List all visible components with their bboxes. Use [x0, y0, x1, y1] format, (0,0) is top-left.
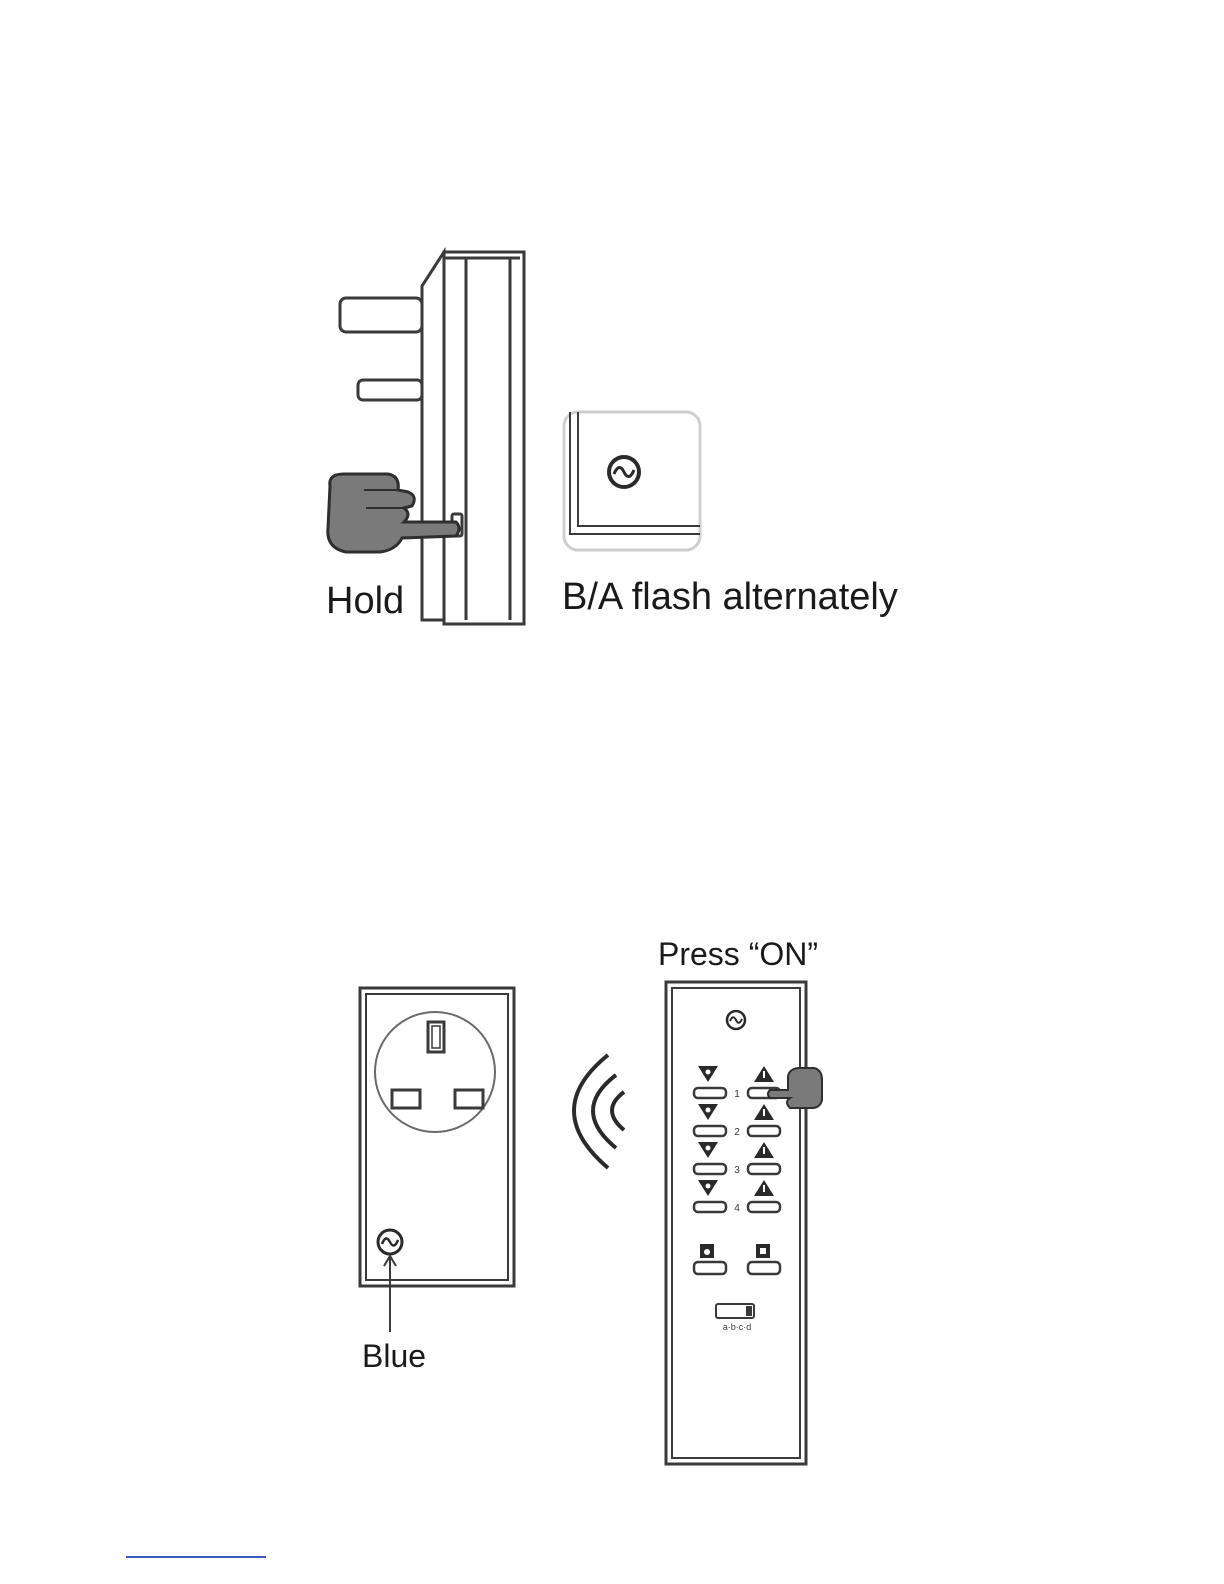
- on-button-4[interactable]: [748, 1202, 780, 1212]
- arrow-up-icon: [384, 1256, 396, 1332]
- remote-control: [666, 982, 806, 1464]
- footer-link-underline: [126, 1556, 266, 1558]
- master-buttons: [694, 1244, 780, 1274]
- group-switch-label: a·b·c·d: [723, 1322, 752, 1332]
- off-icon: [698, 1180, 718, 1196]
- on-icon: [754, 1142, 774, 1158]
- channel-number: 1: [734, 1089, 740, 1100]
- channel-number: 3: [734, 1165, 740, 1176]
- wireless-signal-icon: [574, 1055, 624, 1168]
- on-button-3[interactable]: [748, 1164, 780, 1174]
- channel-row-1: 1: [694, 1066, 780, 1100]
- off-icon: [698, 1104, 718, 1120]
- socket-unit: [360, 988, 514, 1332]
- remote-sine-wave-icon: [727, 1011, 745, 1029]
- group-selector-switch[interactable]: [716, 1304, 754, 1318]
- channel-number: 2: [734, 1127, 740, 1138]
- hold-label: Hold: [326, 582, 404, 620]
- channel-row-2: 2: [694, 1104, 780, 1138]
- all-on-button[interactable]: [748, 1262, 780, 1274]
- off-button-2[interactable]: [694, 1126, 726, 1136]
- off-icon: [698, 1142, 718, 1158]
- on-button-2[interactable]: [748, 1126, 780, 1136]
- plug-back-plate: [422, 252, 444, 620]
- channel-row-3: 3: [694, 1142, 780, 1176]
- hand-pointing-icon: [328, 474, 459, 552]
- off-button-1[interactable]: [694, 1088, 726, 1098]
- plug-pins: [340, 298, 422, 400]
- all-on-icon: [756, 1244, 770, 1258]
- off-icon: [698, 1066, 718, 1082]
- off-button-3[interactable]: [694, 1164, 726, 1174]
- blue-indicator-label: Blue: [362, 1340, 426, 1372]
- on-button-1[interactable]: [748, 1088, 780, 1098]
- indicator-panel: [564, 412, 700, 550]
- off-button-4[interactable]: [694, 1202, 726, 1212]
- channel-row-4: 4: [694, 1180, 780, 1214]
- on-icon: [754, 1180, 774, 1196]
- flash-instruction-label: B/A flash alternately: [562, 578, 898, 616]
- hand-pressing-icon: [768, 1068, 822, 1108]
- channel-number: 4: [734, 1203, 740, 1214]
- press-on-label: Press “ON”: [658, 938, 818, 970]
- all-off-button[interactable]: [694, 1262, 726, 1274]
- all-off-icon: [700, 1244, 714, 1258]
- on-icon: [754, 1066, 774, 1082]
- plug-body: [444, 252, 524, 624]
- socket-sine-wave-icon: [378, 1230, 402, 1254]
- on-icon: [754, 1104, 774, 1120]
